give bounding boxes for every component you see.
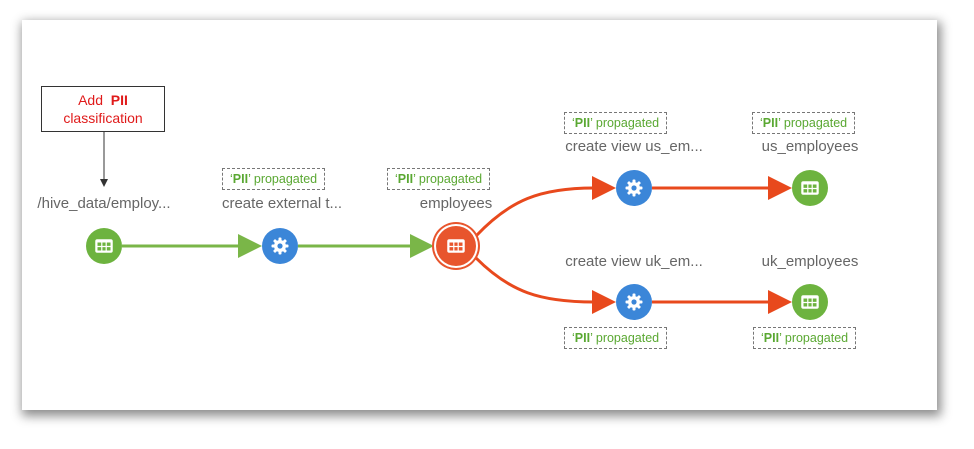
pii-propagated-tag: ‘PII’ propagated [752, 112, 856, 134]
table-icon [447, 239, 465, 253]
gear-icon [625, 293, 643, 311]
arrow-head [592, 290, 616, 314]
dataset-node-hdfs-path[interactable] [86, 228, 122, 264]
arrow-head [592, 176, 616, 200]
edge-employees-to-view-us [474, 186, 595, 238]
pii-propagated-tag: ‘PII’ propagated [564, 327, 668, 349]
dataset-node-employees-selected[interactable] [436, 226, 476, 266]
pii-propagated-tag: ‘PII’ propagated [753, 327, 857, 349]
node-label-create-view-uk[interactable]: create view uk_em... [565, 253, 703, 270]
callout-pointer-head [100, 179, 108, 187]
table-icon [95, 239, 113, 253]
arrow-head [410, 234, 434, 258]
pii-propagated-tag: ‘PII’ propagated [222, 168, 326, 190]
table-icon [801, 295, 819, 309]
process-node-create-view-uk[interactable] [616, 284, 652, 320]
process-node-create-external[interactable] [262, 228, 298, 264]
gear-icon [625, 179, 643, 197]
pii-propagated-tag: ‘PII’ propagated [387, 168, 491, 190]
table-icon [801, 181, 819, 195]
node-label-employees[interactable]: employees [419, 195, 493, 212]
edge-employees-to-view-uk [474, 256, 595, 304]
dataset-node-us-employees[interactable] [792, 170, 828, 206]
arrow-head [768, 176, 792, 200]
gear-icon [271, 237, 289, 255]
add-classification-callout: Add PII classification [41, 86, 165, 132]
node-label-uk-employees[interactable]: uk_employees [761, 253, 859, 270]
node-label-us-employees[interactable]: us_employees [761, 138, 859, 155]
node-label-create-external[interactable]: create external t... [221, 195, 343, 212]
dataset-node-uk-employees[interactable] [792, 284, 828, 320]
node-label-hdfs-path[interactable]: /hive_data/employ... [37, 195, 171, 212]
node-label-create-view-us[interactable]: create view us_em... [565, 138, 703, 155]
arrow-head [768, 290, 792, 314]
arrow-head [238, 234, 262, 258]
process-node-create-view-us[interactable] [616, 170, 652, 206]
pii-propagated-tag: ‘PII’ propagated [564, 112, 668, 134]
